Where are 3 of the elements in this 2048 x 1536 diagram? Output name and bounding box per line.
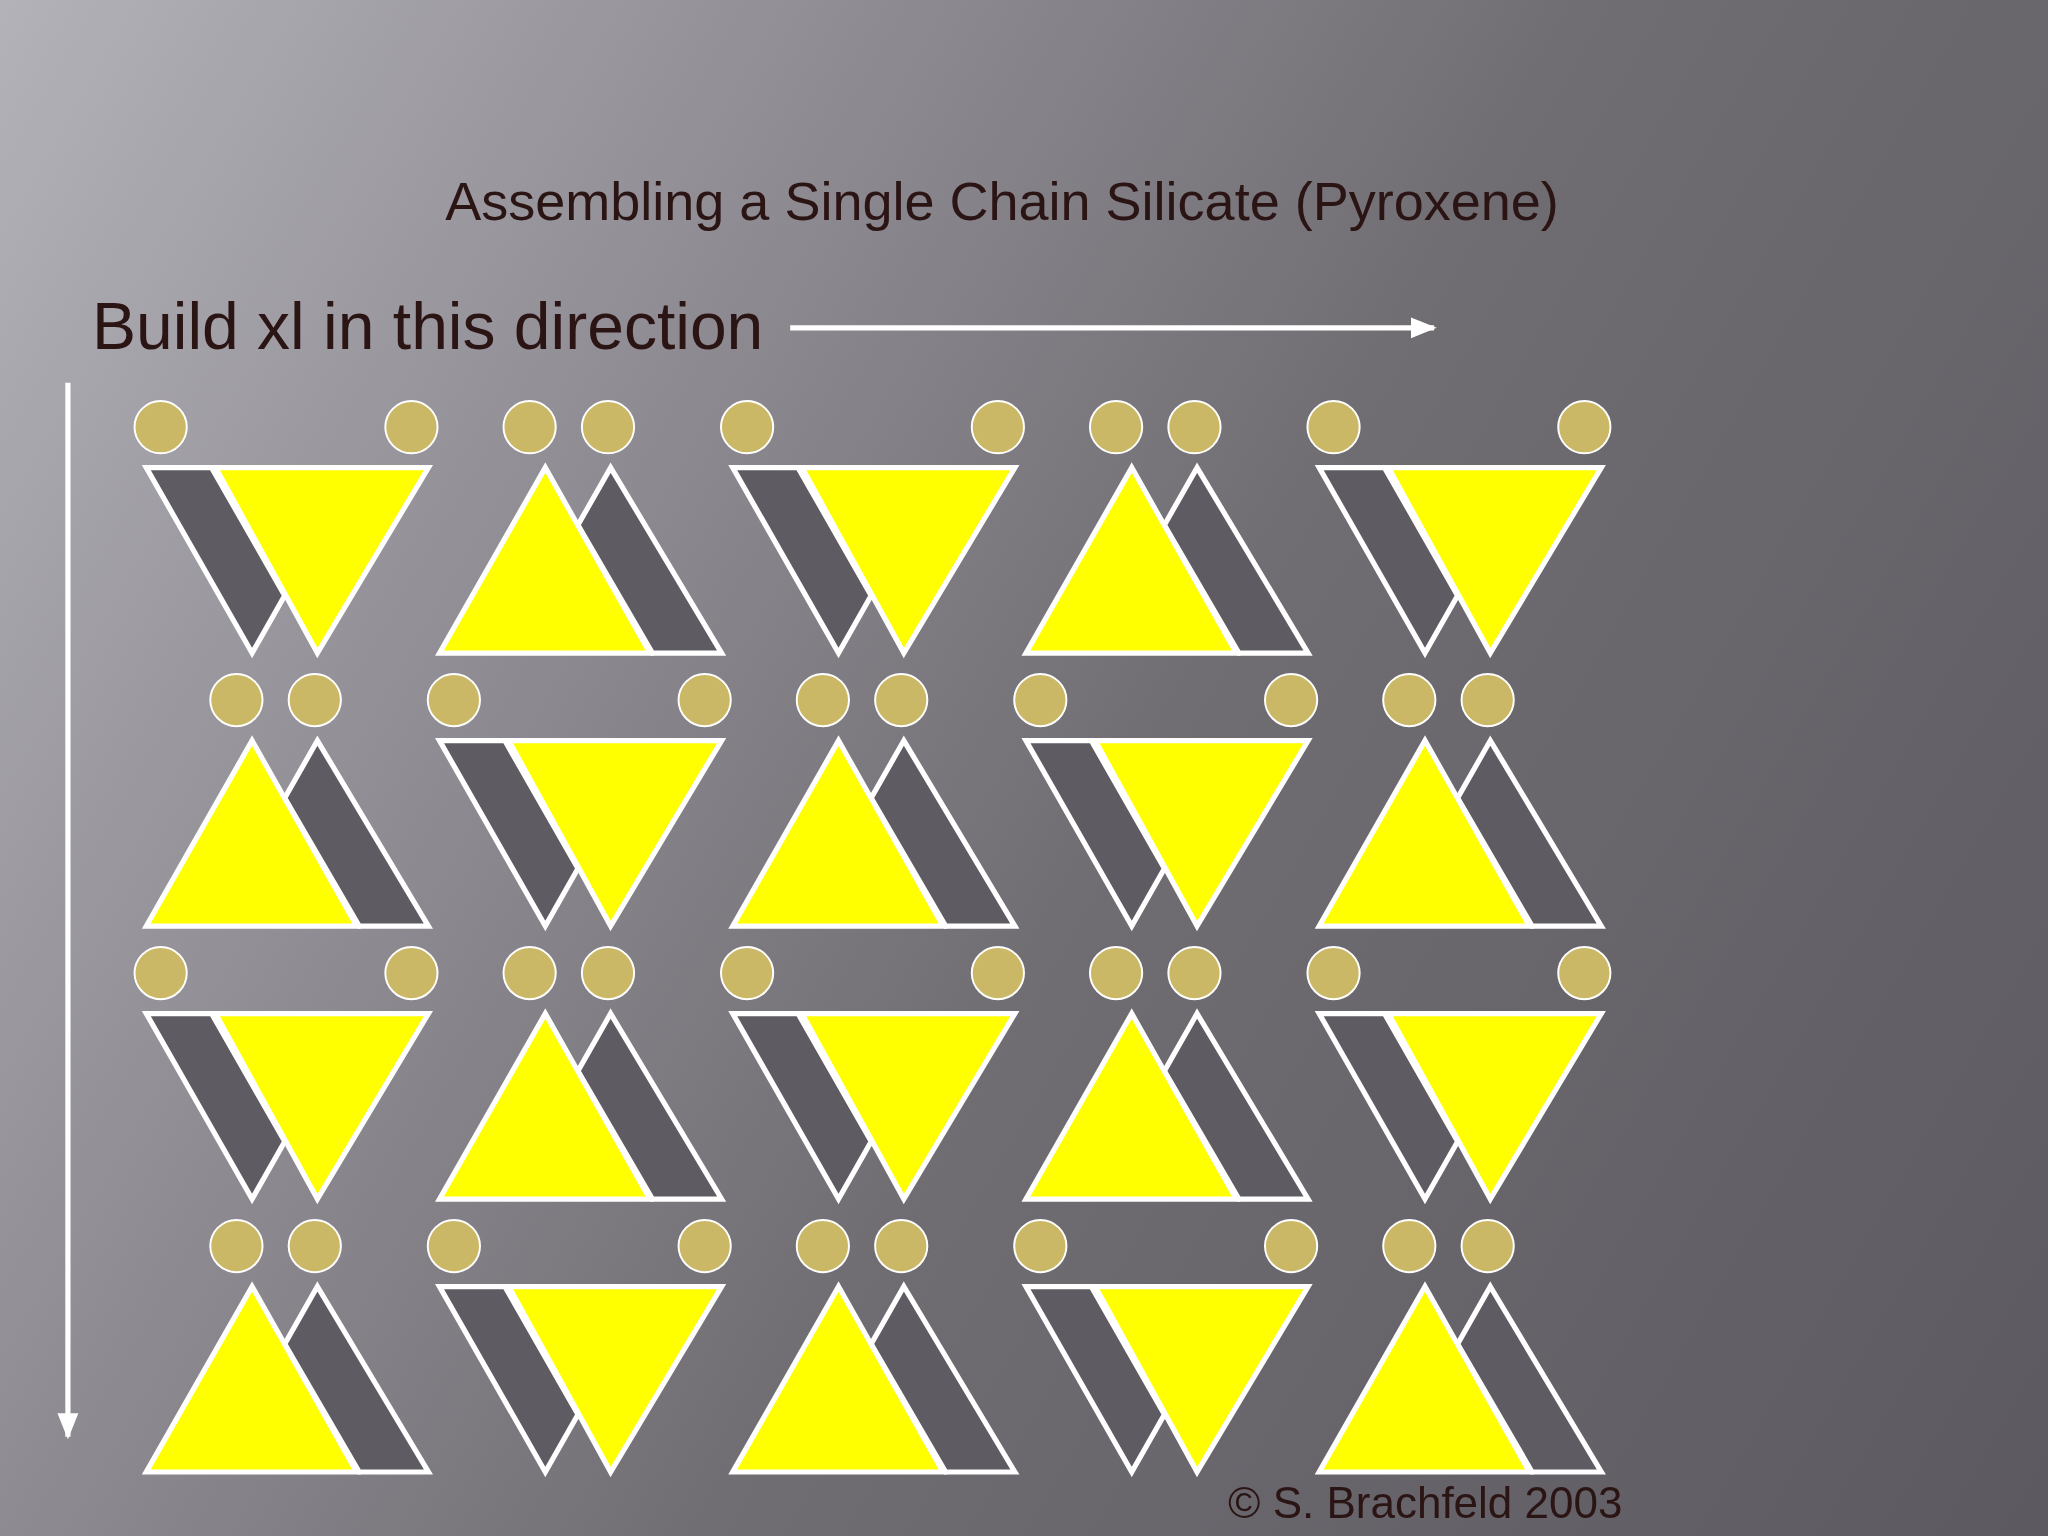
copyright-note: © S. Brachfeld 2003 (1228, 1478, 1623, 1528)
direction-label: Build xl in this direction (92, 288, 764, 364)
title: Assembling a Single Chain Silicate (Pyroxene) (445, 170, 1559, 232)
